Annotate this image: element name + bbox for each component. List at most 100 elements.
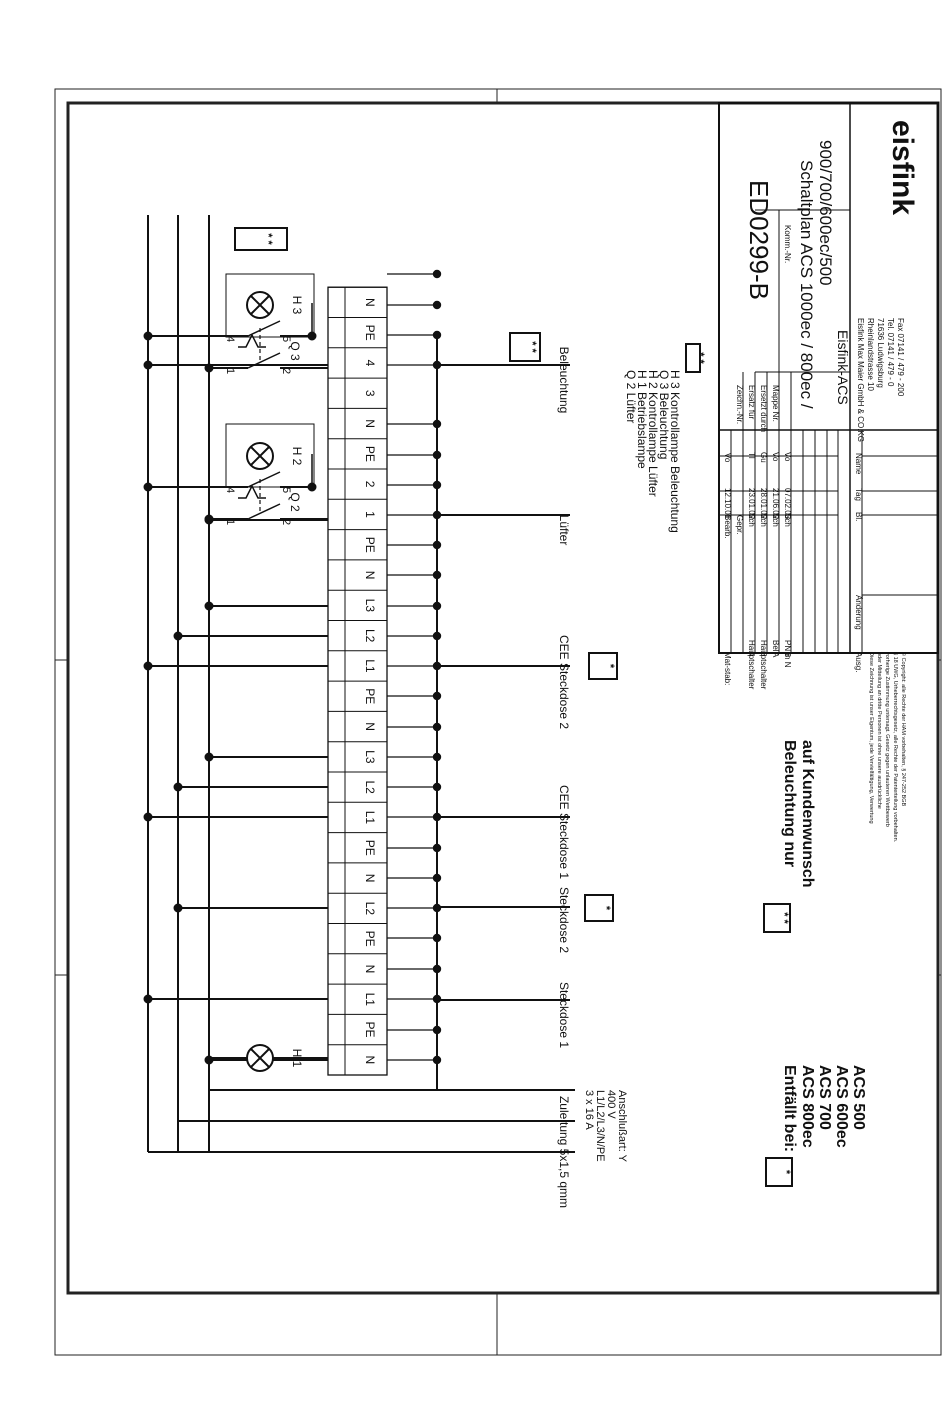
rev-footer: Änderung [854, 595, 863, 630]
junction-dot [204, 514, 214, 524]
legend-item: H 1 Betriebslampe [635, 370, 649, 469]
lamp-cross [250, 295, 270, 315]
copyright-line: § 18 UWG, Urheberrechtsgesetz, alle Rech… [892, 652, 898, 843]
rev-name: Gu [759, 452, 768, 463]
junction-dot [143, 812, 153, 822]
rev-by: Sch [783, 513, 792, 527]
junction-dot [204, 752, 214, 762]
junction-dot [173, 782, 183, 792]
junction-dot [143, 360, 153, 370]
rev-date: 23.01.02 [747, 488, 756, 520]
switch-pin: 4 [224, 487, 236, 493]
option-marker-text: * [604, 664, 616, 669]
junction-dot [432, 933, 442, 943]
terminal-label: PE [363, 446, 377, 462]
note-light-line: Beleuchtung nur [781, 740, 798, 867]
option-marker-text: * * [694, 352, 706, 364]
company-line: Rheinlandstrasse 10 [866, 318, 875, 391]
option-marker [584, 894, 614, 922]
rev-footer: Name [854, 453, 863, 475]
rev-name: Tl [747, 452, 756, 459]
terminal-label: PE [363, 1022, 377, 1038]
junction-dot [143, 661, 153, 671]
rev-header: Bearb. [723, 515, 732, 539]
junction-dot [432, 300, 442, 310]
switch-contact [247, 320, 281, 337]
consumer-label: Steckdose 2 [557, 887, 571, 953]
consumer-label: Beleuchtung [557, 347, 571, 414]
rev-name: Vo [783, 452, 792, 462]
lamp-label: H 1 [290, 1049, 304, 1068]
junction-dot [432, 570, 442, 580]
option-marker [685, 343, 701, 373]
rev-index: A [771, 652, 780, 658]
option-marker [509, 332, 541, 362]
note-omitted-item: ACS 700 [816, 1065, 833, 1130]
rev-date: 21.06.02 [771, 488, 780, 520]
rev-by: Sch [747, 513, 756, 527]
replaces-label: Ersatz für [747, 385, 756, 420]
legend-item: Q 2 Lüfter [624, 370, 638, 423]
legend-item: H 3 Kontrollampe Beleuchtung [668, 370, 682, 533]
rev-footer: Bl. [854, 512, 863, 521]
switch-contact [247, 471, 281, 488]
junction-dot [143, 482, 153, 492]
rev-date: 07.02.03 [783, 488, 792, 520]
option-marker [234, 227, 288, 251]
rev-header: Vo [723, 453, 732, 463]
note-omitted-item: ACS 800ec [799, 1065, 816, 1148]
lamp-cross [250, 446, 270, 466]
company-line: Eisfink Max Maier GmbH & CO.KG [856, 318, 865, 442]
folder-label: Mappe Nr. [771, 385, 780, 422]
lamp-label: H 3 [290, 296, 304, 315]
junction-dot [432, 782, 442, 792]
terminal-label: L2 [363, 780, 377, 794]
terminal-label: PE [363, 325, 377, 341]
junction-dot [432, 873, 442, 883]
junction-dot [432, 269, 442, 279]
consumer-label: CEE Steckdose 2 [557, 635, 571, 729]
feed-label: Zuleitung 5x1,5 qmm [557, 1096, 571, 1208]
terminal-label: PE [363, 537, 377, 553]
option-marker-text: * * [526, 341, 538, 353]
terminal-label: 4 [363, 360, 377, 367]
junction-dot [432, 843, 442, 853]
option-marker [765, 1157, 793, 1187]
company-line: 71636 Ludwigsburg [876, 318, 885, 388]
switch-label: Q 3 [288, 341, 302, 361]
switch-label: Q 2 [288, 492, 302, 512]
junction-dot [143, 331, 153, 341]
rev-header: Mat-stab: [723, 652, 732, 685]
terminal-label: N [363, 571, 377, 580]
junction-dot [307, 331, 317, 341]
legend-item: H 2 Kontrollampe Lüfter [646, 370, 660, 497]
rev-footer: Ausg. [854, 652, 863, 672]
terminal-label: N [363, 965, 377, 974]
terminal-label: N [363, 1056, 377, 1065]
title-line-1: Schaltplan ACS 1000ec / 800ec / [797, 160, 816, 409]
rev-index: B [783, 652, 792, 657]
junction-dot [432, 1025, 442, 1035]
note-omitted-item: ACS 500 [850, 1065, 867, 1130]
junction-dot [432, 540, 442, 550]
replaced-by-label: Ersetzt durch [759, 385, 768, 432]
consumer-label: Lüfter [557, 515, 571, 546]
junction-dot [432, 691, 442, 701]
switch-pin: 5 [280, 336, 292, 342]
junction-dot [432, 964, 442, 974]
terminal-label: L1 [363, 659, 377, 673]
option-marker-text: * [600, 906, 612, 911]
copyright-line: oder Mitteilung an dritte Personen ist o… [876, 652, 882, 809]
consumer-label: Steckdose 1 [557, 982, 571, 1048]
switch-actuator-symbol [238, 333, 266, 348]
lamp-cross [250, 1048, 270, 1068]
rev-by: Sch [771, 513, 780, 527]
rev-gepr: Gepr. [735, 515, 744, 535]
switch-pin: 2 [280, 519, 292, 525]
terminal-label: L1 [363, 993, 377, 1007]
title-line-3: Eisfink-ACS [835, 330, 851, 405]
drawing-no: ED0299-B [744, 180, 774, 300]
title-line-2: 900/700/600ec/500 [816, 140, 835, 286]
feed-spec-line: 400 V [605, 1090, 617, 1119]
copyright-line: © Copyright: alle Rechte der HAM vorbeha… [900, 652, 907, 806]
